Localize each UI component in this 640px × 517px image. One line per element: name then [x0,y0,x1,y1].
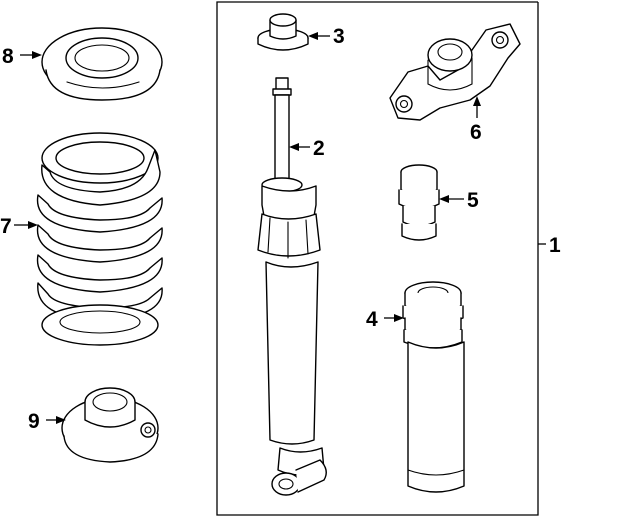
shock-absorber [257,77,327,496]
callout-3: 3 [333,25,345,48]
callout-6: 6 [470,121,482,144]
bump-stop [398,164,440,241]
leader-lines [14,32,546,424]
callout-7: 7 [0,215,12,238]
dust-boot [402,281,465,493]
callout-5: 5 [467,189,479,212]
callout-1: 1 [549,234,561,257]
upper-spring-seat [41,27,163,101]
assembly-frame [216,1,539,516]
mount-nut-cap [257,13,309,51]
coil-spring [36,132,163,346]
callout-8: 8 [2,45,14,68]
lower-spring-seat [61,387,159,463]
callout-2: 2 [313,137,325,160]
callout-9: 9 [28,410,40,433]
upper-mount-bracket [389,23,521,121]
callout-4: 4 [366,308,378,331]
